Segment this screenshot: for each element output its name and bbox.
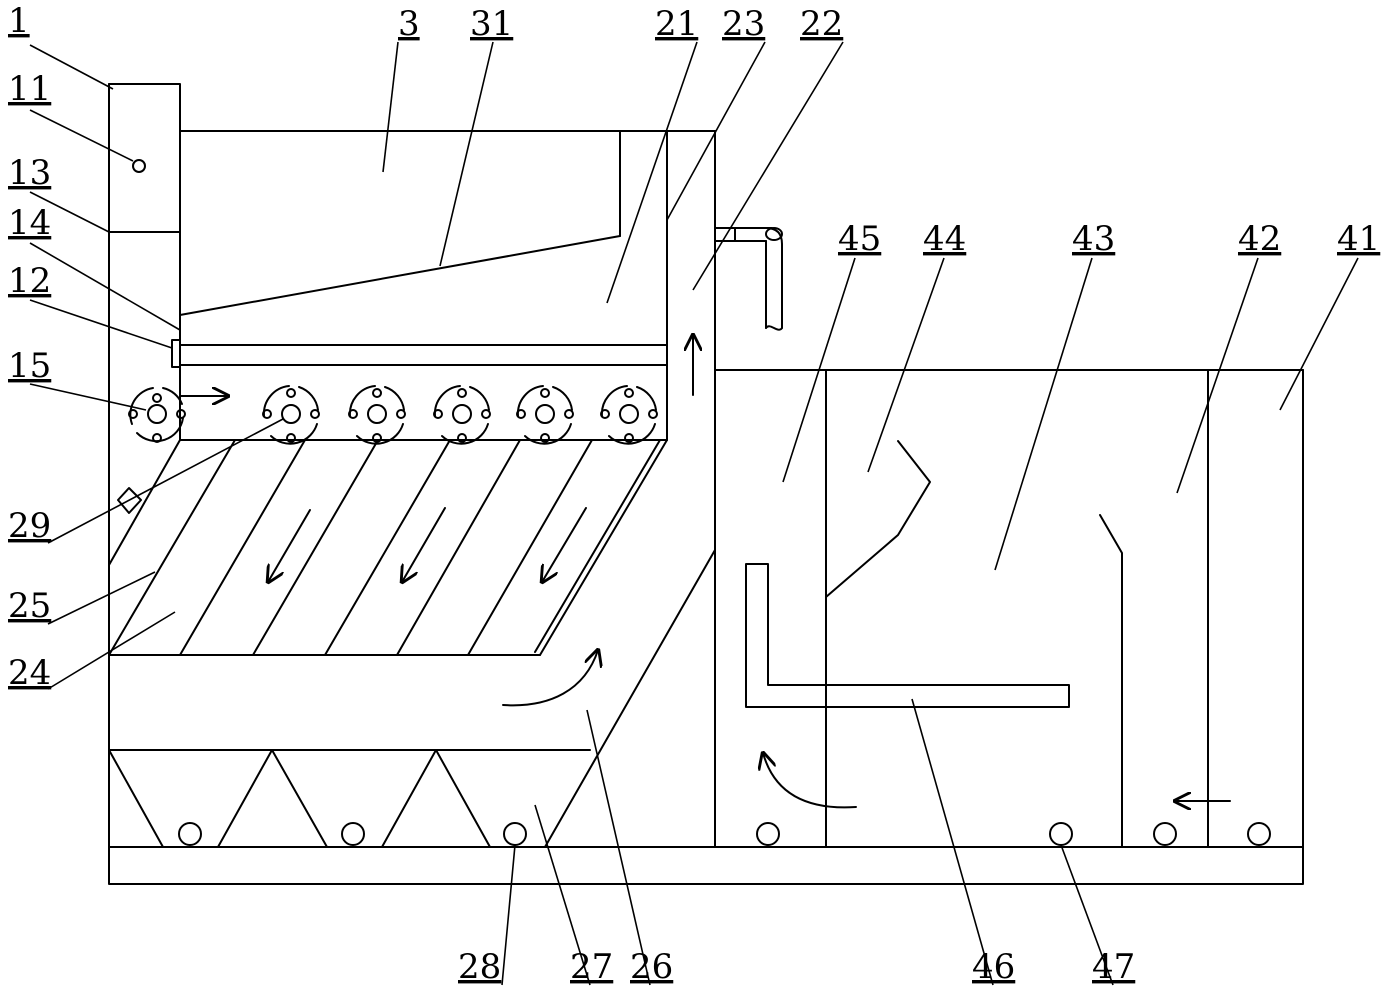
right-tank-4 — [714, 369, 1304, 848]
label-12: 12 — [8, 261, 51, 301]
inlet-column — [108, 83, 181, 441]
aerator-discs — [128, 385, 668, 445]
label-28: 28 — [458, 947, 501, 987]
label-11: 11 — [8, 69, 51, 109]
leader-lines — [29, 41, 1359, 986]
upper-tank-3 — [179, 130, 716, 848]
label-14: 14 — [8, 203, 51, 243]
label-24: 24 — [8, 653, 51, 693]
label-47: 47 — [1092, 947, 1135, 987]
disc-3 — [348, 385, 406, 445]
label-41: 41 — [1337, 219, 1380, 259]
label-27: 27 — [570, 947, 613, 987]
label-15: 15 — [8, 346, 51, 386]
label-29: 29 — [8, 506, 51, 546]
disc-29 — [262, 385, 320, 445]
label-3: 3 — [398, 4, 420, 44]
riser-channel — [693, 227, 783, 396]
nut-left — [117, 487, 142, 514]
label-46: 46 — [972, 947, 1015, 987]
sludge-outlet-28 — [503, 822, 527, 846]
inlet-port-11 — [132, 159, 146, 173]
label-21: 21 — [655, 4, 698, 44]
pipe-46 — [745, 563, 1070, 708]
label-26: 26 — [630, 947, 673, 987]
disc-6 — [600, 385, 658, 445]
disc-15 — [128, 387, 186, 443]
label-43: 43 — [1072, 219, 1115, 259]
disc-4 — [433, 385, 491, 445]
inclined-plates — [108, 439, 668, 656]
label-25: 25 — [8, 586, 51, 626]
label-1: 1 — [8, 1, 30, 41]
label-44: 44 — [923, 219, 966, 259]
label-22: 22 — [800, 4, 843, 44]
base-frame — [108, 83, 1304, 885]
label-42: 42 — [1238, 219, 1281, 259]
outlet-47 — [1049, 822, 1073, 846]
label-23: 23 — [722, 4, 765, 44]
label-31: 31 — [470, 4, 513, 44]
sludge-hoppers — [108, 549, 716, 848]
label-13: 13 — [8, 153, 51, 193]
disc-5 — [516, 385, 574, 445]
distributor-end-12 — [171, 339, 181, 368]
reference-labels: 1 11 13 14 12 15 29 25 24 3 31 21 23 22 … — [8, 1, 1380, 987]
label-45: 45 — [838, 219, 881, 259]
distribution-pipe — [179, 344, 668, 366]
